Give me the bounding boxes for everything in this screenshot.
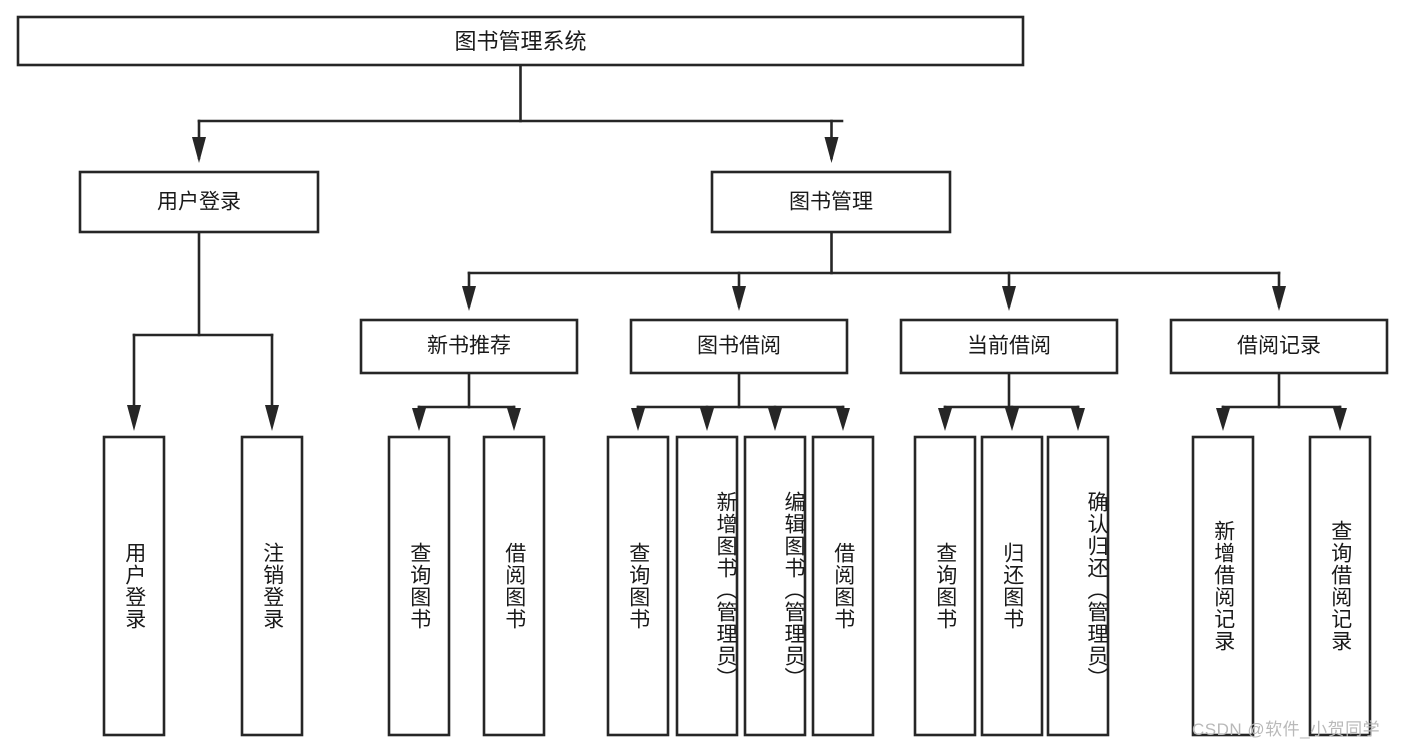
node-root-box[interactable] bbox=[16, 15, 1025, 67]
arrowhead-book-mgmt bbox=[824, 137, 839, 163]
leaf-box-return-book[interactable] bbox=[980, 435, 1044, 737]
arrowhead-nb-leaf-1 bbox=[412, 408, 426, 431]
arrowhead-record bbox=[1272, 286, 1286, 311]
arrowhead-rc-leaf-1 bbox=[1216, 408, 1230, 431]
leaf-box-add-record[interactable] bbox=[1191, 435, 1255, 737]
node-new-book-label: 新书推荐 bbox=[427, 335, 511, 358]
leaf-box-user-login[interactable] bbox=[102, 435, 166, 737]
node-borrow-label: 图书借阅 bbox=[697, 335, 781, 358]
leaf-box-add-book-admin[interactable] bbox=[675, 435, 739, 737]
leaf-box-borrow-book-bw[interactable] bbox=[811, 435, 875, 737]
node-borrow-record-label: 借阅记录 bbox=[1237, 335, 1321, 358]
arrowhead-bw-leaf-4 bbox=[836, 408, 850, 431]
node-new-book-box[interactable] bbox=[359, 318, 579, 375]
node-current-borrow-label: 当前借阅 bbox=[967, 335, 1051, 358]
node-borrow-box[interactable] bbox=[629, 318, 849, 375]
arrowhead-new-book bbox=[462, 286, 476, 311]
leaf-box-logout[interactable] bbox=[240, 435, 304, 737]
arrowhead-leaf-logout bbox=[265, 405, 279, 431]
leaf-box-query-book-cb[interactable] bbox=[913, 435, 977, 737]
arrowhead-bw-leaf-3 bbox=[768, 408, 782, 431]
node-layer: 图书管理系统 用户登录 图书管理 新书推荐 图书借阅 当前借阅 借阅记录 bbox=[16, 15, 1389, 737]
arrowhead-cb-leaf-1 bbox=[938, 408, 952, 431]
node-root-label: 图书管理系统 bbox=[454, 29, 586, 54]
node-book-mgmt-label: 图书管理 bbox=[789, 191, 873, 214]
arrowhead-current bbox=[1002, 286, 1016, 311]
arrowhead-layer bbox=[127, 137, 1347, 431]
node-borrow-record-box[interactable] bbox=[1169, 318, 1389, 375]
arrowhead-cb-leaf-2 bbox=[1005, 408, 1019, 431]
arrowhead-borrow bbox=[732, 286, 746, 311]
leaf-box-confirm-return-admin[interactable] bbox=[1046, 435, 1110, 737]
node-user-login-label: 用户登录 bbox=[157, 191, 241, 214]
leaf-box-query-book-nb[interactable] bbox=[387, 435, 451, 737]
arrowhead-bw-leaf-1 bbox=[631, 408, 645, 431]
arrowhead-nb-leaf-2 bbox=[507, 408, 521, 431]
arrowhead-bw-leaf-2 bbox=[700, 408, 714, 431]
arrowhead-user-login bbox=[192, 137, 206, 163]
node-book-mgmt-box[interactable] bbox=[710, 170, 952, 234]
arrowhead-leaf-user-login bbox=[127, 405, 141, 431]
node-user-login-box[interactable] bbox=[78, 170, 320, 234]
leaf-box-query-record[interactable] bbox=[1308, 435, 1372, 737]
arrowhead-rc-leaf-2 bbox=[1333, 408, 1347, 431]
leaf-box-borrow-book-nb[interactable] bbox=[482, 435, 546, 737]
csdn-watermark: CSDN @软件_小贺同学 bbox=[1192, 720, 1381, 739]
arrowhead-cb-leaf-3 bbox=[1071, 408, 1085, 431]
node-current-borrow-box[interactable] bbox=[899, 318, 1119, 375]
leaf-box-edit-book-admin[interactable] bbox=[743, 435, 807, 737]
leaf-box-query-book-bw[interactable] bbox=[606, 435, 670, 737]
